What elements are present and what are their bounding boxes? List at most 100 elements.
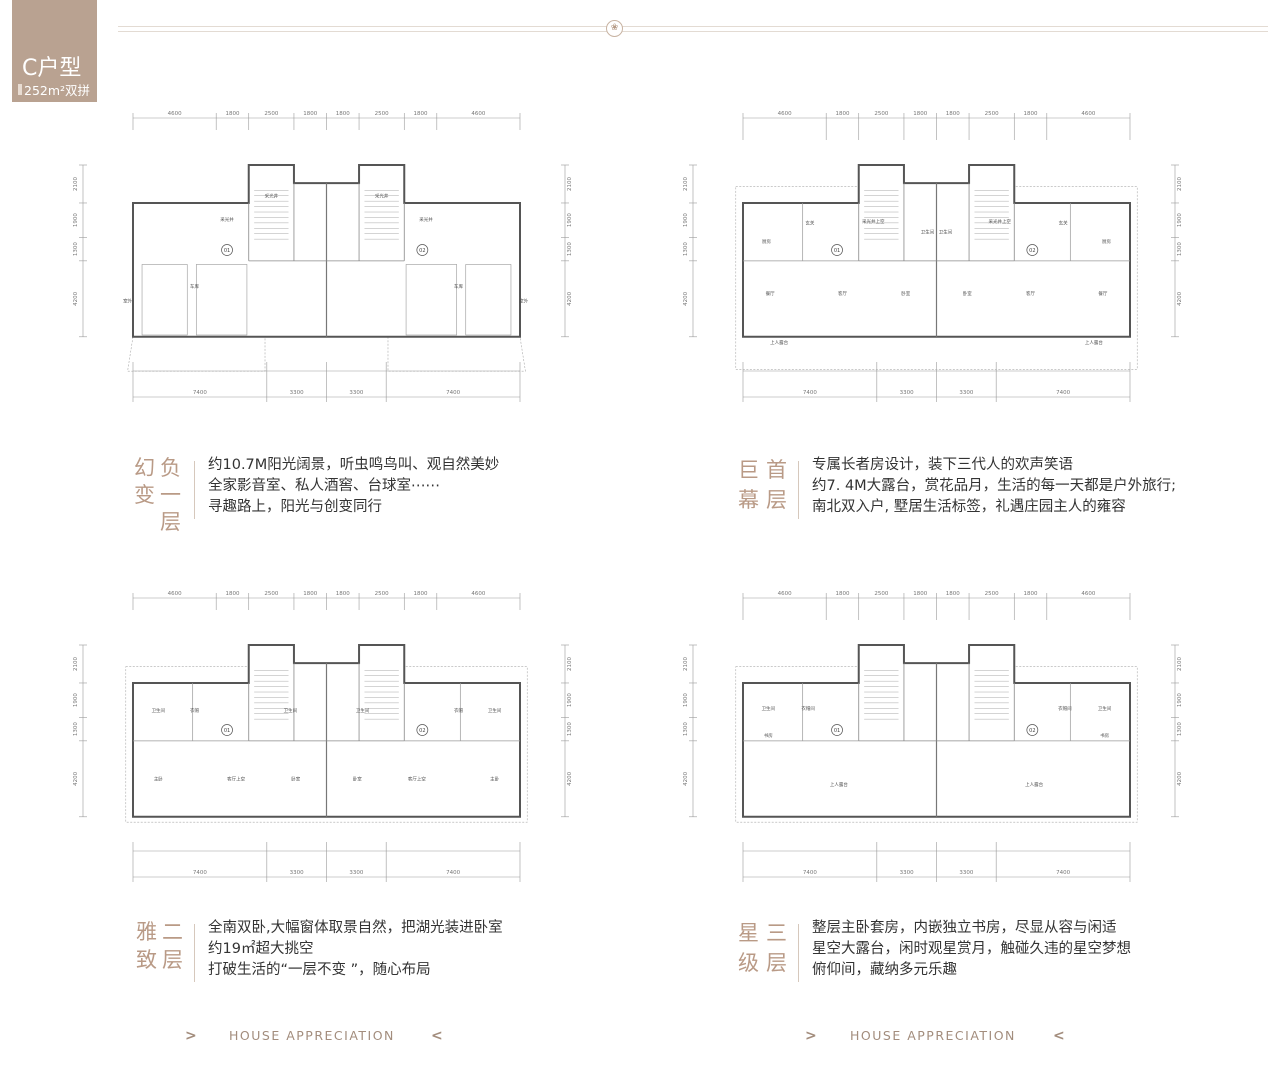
parking-space (141, 264, 188, 336)
dimension-label: 2500 (264, 111, 278, 117)
room-label: 衣帽间 (1058, 705, 1072, 712)
dimension-label: 1800 (946, 591, 960, 597)
room-label: 采光井上空 (862, 218, 885, 225)
room-label: 采光井上空 (989, 218, 1012, 225)
dimension-label: 1800 (913, 591, 927, 597)
unit-marker (1026, 244, 1039, 256)
dimension-label: 4600 (778, 111, 792, 117)
unit-number: 01 (834, 248, 840, 254)
dimension-label: 4200 (567, 291, 573, 305)
dimension-label: 1300 (567, 722, 573, 736)
section-third: 星级 三层 整层主卧套房，内嵌独立书房，尽显从容与闲适星空大露台，闲时观星赏月，… (730, 918, 1200, 998)
section-title-b: 二层 (162, 920, 183, 972)
dimension-label: 1900 (1177, 693, 1183, 707)
dimension-label: 1900 (567, 693, 573, 707)
section-second: 雅致 二层 全南双卧,大幅窗体取景自然，把湖光装进卧室约19㎡超大挑空打破生活的… (126, 918, 586, 998)
section-text: 约10.7M阳光阔景，听虫鸣鸟叫、观自然美妙全家影音室、私人酒窖、台球室⋯⋯寻趣… (208, 457, 500, 515)
dimension-label: 3300 (349, 870, 363, 876)
parking-space (195, 264, 248, 336)
dimension-label: 4600 (778, 591, 792, 597)
room-label: 餐厅 (1098, 290, 1108, 297)
room-label: 厨房 (1102, 238, 1111, 245)
dimension-label: 1900 (73, 213, 79, 227)
room-label: 玄关 (805, 220, 814, 227)
chevron-left-icon[interactable]: < (1053, 1028, 1067, 1044)
room-label: 衣帽 (454, 707, 463, 714)
dimension-label: 2100 (73, 656, 79, 670)
room-label: 室外 (519, 297, 528, 304)
dimension-label: 4600 (1081, 111, 1095, 117)
room-label: 卧室 (291, 776, 300, 783)
room-label: 客厅上空 (227, 776, 245, 783)
room-label: 采光井 (375, 193, 389, 200)
dimension-label: 1800 (946, 111, 960, 117)
unit-number: 01 (224, 248, 230, 254)
dimension-label: 1800 (303, 111, 317, 117)
section-title-a: 幻变 (134, 456, 155, 507)
chevron-right-icon[interactable]: > (185, 1028, 199, 1044)
dimension-label: 2100 (1177, 656, 1183, 670)
dimension-label: 1900 (73, 693, 79, 707)
room-label: 厨房 (762, 238, 771, 245)
dimension-label: 1800 (835, 591, 849, 597)
dimension-label: 1800 (913, 111, 927, 117)
dimension-label: 1300 (567, 242, 573, 256)
dimension-label: 4200 (1177, 291, 1183, 305)
room-label: 书房 (1100, 732, 1109, 739)
dimension-label: 4600 (471, 591, 485, 597)
dimension-label: 3300 (959, 390, 973, 396)
room-label: 衣帽 (190, 707, 199, 714)
room-label: 卫生间 (762, 705, 776, 712)
room-label: 玄关 (1059, 220, 1068, 227)
dimension-label: 2100 (567, 176, 573, 190)
room-label: 车库 (190, 283, 199, 290)
room-label: 卧室 (353, 776, 362, 783)
header-rule (118, 26, 1268, 36)
dimension-label: 3300 (900, 870, 914, 876)
house-appreciation-label: HOUSE APPRECIATION (229, 1028, 395, 1043)
chevron-right-icon[interactable]: > (805, 1028, 819, 1044)
room-label: 车库 (454, 283, 463, 290)
chevron-left-icon[interactable]: < (431, 1028, 445, 1044)
dimension-label: 1300 (73, 242, 79, 256)
room-label: 卫生间 (939, 229, 953, 236)
unit-number: 02 (1029, 248, 1035, 254)
dimension-label: 1800 (1024, 111, 1038, 117)
room-label: 上人露台 (1025, 781, 1043, 788)
room-label: 上人露台 (1085, 339, 1103, 346)
room-label: 上人露台 (770, 339, 788, 346)
room-label: 卫生间 (488, 707, 502, 714)
dimension-label: 2100 (683, 176, 689, 190)
room-label: 餐厅 (766, 290, 775, 297)
dimension-label: 4200 (73, 291, 79, 305)
section-text: 全南双卧,大幅窗体取景自然，把湖光装进卧室约19㎡超大挑空打破生活的“一层不变 … (208, 920, 503, 978)
dimension-label: 4200 (683, 771, 689, 785)
dimension-label: 1800 (336, 591, 350, 597)
unit-marker (831, 244, 843, 256)
dimension-label: 3300 (290, 870, 304, 876)
room-label: 客厅 (1026, 290, 1036, 297)
room-label: 卫生间 (1098, 705, 1112, 712)
unit-type-badge: C户型 252m²双拼 (12, 0, 97, 102)
room-label: 采光井 (265, 193, 279, 200)
dimension-label: 3300 (349, 390, 363, 396)
parking-space (405, 264, 458, 336)
dimension-label: 4600 (1081, 591, 1095, 597)
section-title-a: 雅致 (136, 920, 157, 972)
dimension-label: 3300 (959, 870, 973, 876)
unit-number: 02 (1029, 728, 1035, 734)
room-label: 主卧 (154, 776, 163, 783)
dimension-label: 4200 (683, 291, 689, 305)
unit-number: 01 (834, 728, 840, 734)
dimension-label: 1800 (336, 111, 350, 117)
room-label: 室外 (123, 297, 132, 304)
dimension-label: 2100 (73, 176, 79, 190)
dimension-label: 1900 (683, 693, 689, 707)
room-label: 客厅 (838, 290, 847, 297)
room-label: 书房 (764, 732, 773, 739)
dimension-label: 7400 (446, 870, 460, 876)
section-title-b: 负一层 (160, 456, 181, 534)
